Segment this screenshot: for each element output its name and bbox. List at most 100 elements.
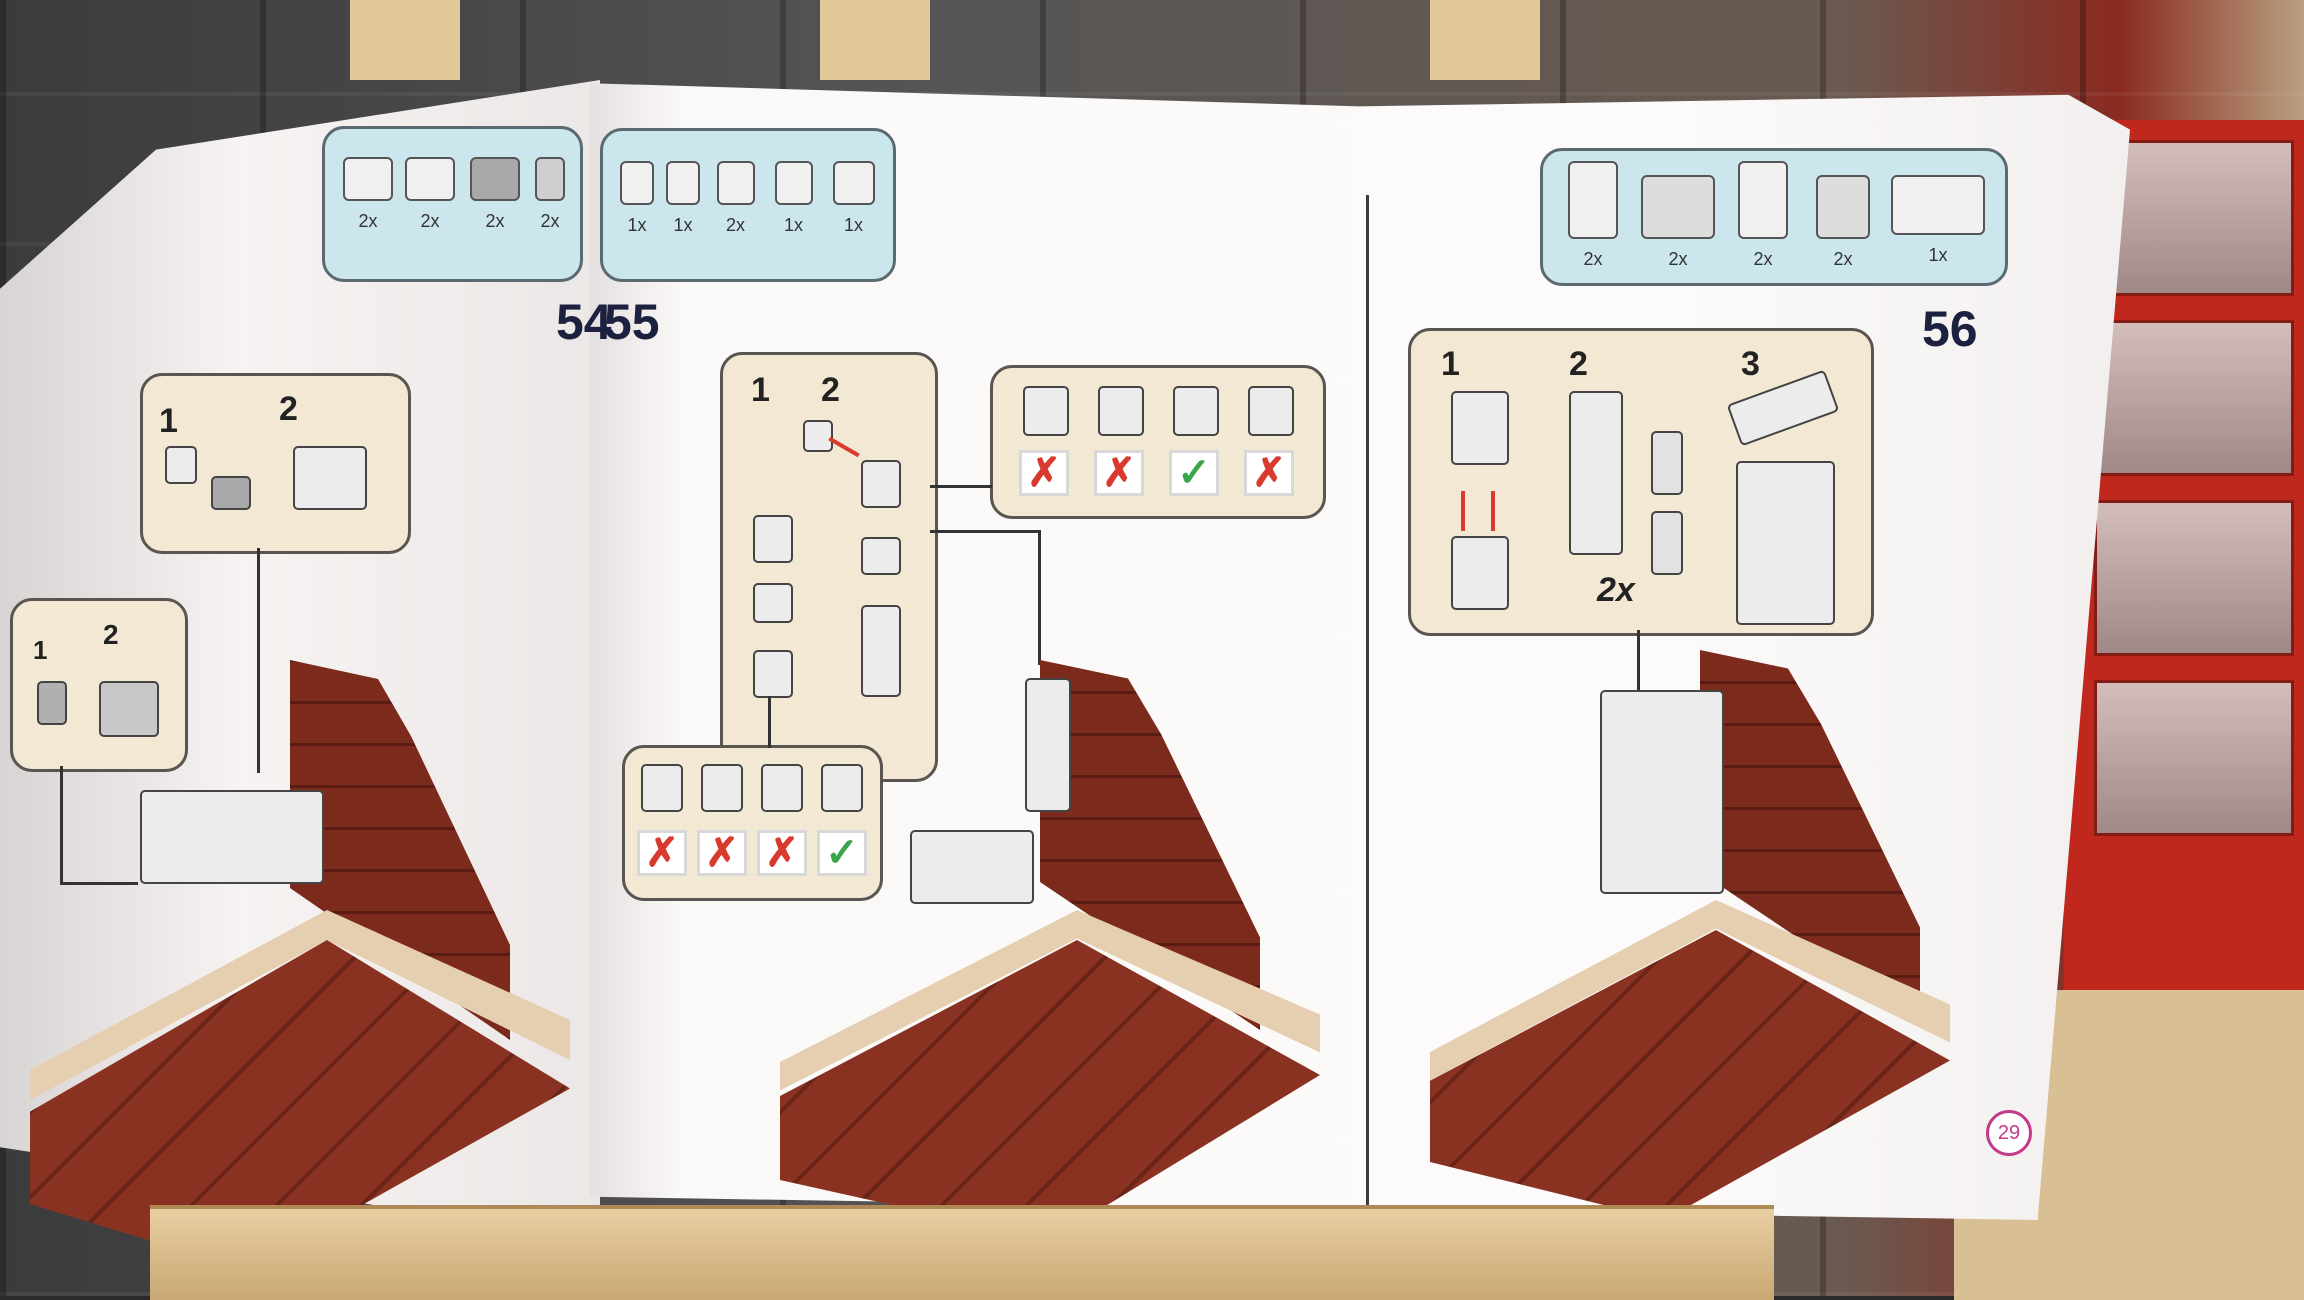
part-qty: 2x xyxy=(540,211,560,231)
subassembly-box: 1 2 3 2x xyxy=(1408,328,1874,636)
part-icon xyxy=(470,157,520,201)
drawer-bin xyxy=(2094,500,2294,656)
part-icon xyxy=(535,157,565,201)
part-icon xyxy=(774,161,813,205)
part-qty: 2x xyxy=(1583,249,1603,269)
sub-step-label: 1 xyxy=(1441,345,1460,383)
cross-mark-icon: ✗ xyxy=(1019,450,1069,496)
step-divider-line xyxy=(1366,195,1369,1225)
sub-step-label: 1 xyxy=(33,635,48,665)
connector-arrow xyxy=(930,485,992,488)
assembly-arrow xyxy=(1461,491,1465,531)
brick-piece xyxy=(293,446,367,510)
part-qty: 1x xyxy=(783,215,803,235)
part-icon xyxy=(666,161,700,205)
part-qty: 2x xyxy=(485,211,505,231)
page-number-badge: 29 xyxy=(1986,1110,2032,1156)
multiplier-label: 2x xyxy=(1597,571,1635,609)
part-qty: 1x xyxy=(673,215,693,235)
part-qty: 2x xyxy=(1668,249,1688,269)
part-qty: 1x xyxy=(627,215,647,235)
part-icon xyxy=(620,161,654,205)
connector-arrow xyxy=(60,766,63,884)
part-qty: 2x xyxy=(358,211,378,231)
part-icon xyxy=(405,157,455,201)
brick-piece xyxy=(753,583,793,623)
cross-mark-icon: ✗ xyxy=(637,830,687,876)
sub-step-label: 2 xyxy=(821,371,840,409)
brick-piece xyxy=(753,515,793,563)
build-model-step-55 xyxy=(780,660,1320,1240)
drawer-bin xyxy=(2094,680,2294,836)
part-qty: 2x xyxy=(420,211,440,231)
brick-piece xyxy=(99,681,159,737)
cross-mark-icon: ✗ xyxy=(1094,450,1144,496)
instruction-booklet: 2x 2x 2x 2x 54 1 2 1 2 1x 1x 2x 1x 1x 55… xyxy=(0,60,2130,1270)
connector-arrow xyxy=(768,696,771,748)
window-stack xyxy=(1569,391,1623,555)
window-assembly xyxy=(1736,461,1835,625)
connector-arrow xyxy=(257,548,260,773)
glass-pane xyxy=(1651,431,1683,495)
build-model-step-54 xyxy=(30,660,570,1270)
sub-step-label: 3 xyxy=(1741,345,1760,383)
brick-option xyxy=(1173,386,1219,436)
part-icon xyxy=(1641,175,1715,239)
part-icon xyxy=(343,157,393,201)
brick-option xyxy=(1098,386,1144,436)
glass-pane xyxy=(1651,511,1683,575)
part-qty: 1x xyxy=(843,215,863,235)
part-icon xyxy=(1568,161,1618,239)
brick-piece xyxy=(37,681,67,725)
window-assembly xyxy=(1600,690,1724,894)
orientation-check-panel: ✗ ✗ ✓ ✗ xyxy=(990,365,1326,519)
brick-piece xyxy=(861,537,901,575)
brick-option xyxy=(761,764,803,812)
brick-option xyxy=(641,764,683,812)
part-icon xyxy=(716,161,755,205)
part-icon xyxy=(1738,161,1788,239)
sub-step-label: 2 xyxy=(1569,345,1588,383)
sub-step-label: 1 xyxy=(751,371,770,409)
drawer-bin xyxy=(2094,320,2294,476)
brick-option xyxy=(701,764,743,812)
connector-arrow xyxy=(60,882,138,885)
parts-list-step-54: 2x 2x 2x 2x xyxy=(322,126,583,282)
brick-piece xyxy=(803,420,833,452)
easel-ledge xyxy=(150,1205,1774,1300)
subassembly-box: 1 2 xyxy=(10,598,188,772)
easel-post xyxy=(350,0,460,80)
easel-post xyxy=(1430,0,1540,80)
step-number-54: 54 xyxy=(556,294,612,350)
part-qty: 2x xyxy=(1753,249,1773,269)
sub-step-label: 2 xyxy=(103,619,119,650)
brick-option xyxy=(1248,386,1294,436)
step-number-56: 56 xyxy=(1922,301,1978,357)
brick-stack xyxy=(861,605,901,697)
brick-piece xyxy=(211,476,251,510)
cross-mark-icon: ✗ xyxy=(757,830,807,876)
easel-post xyxy=(820,0,930,80)
subassembly-box: 1 2 xyxy=(140,373,411,554)
brick-column xyxy=(1025,678,1071,812)
bed-frame-piece xyxy=(910,830,1034,904)
brick-piece xyxy=(861,460,901,508)
sub-step-label: 2 xyxy=(279,390,298,428)
assembly-arrow xyxy=(1491,491,1495,531)
part-icon xyxy=(1891,175,1985,235)
check-mark-icon: ✓ xyxy=(1169,450,1219,496)
connector-arrow xyxy=(1038,530,1041,665)
orientation-check-panel: ✗ ✗ ✗ ✓ xyxy=(622,745,883,901)
bed-frame-piece xyxy=(140,790,324,884)
brick-option xyxy=(1023,386,1069,436)
brick-piece xyxy=(165,446,197,484)
part-icon xyxy=(1816,175,1870,239)
build-model-step-56 xyxy=(1430,640,1950,1220)
part-qty: 1x xyxy=(1928,245,1948,265)
step-number-55: 55 xyxy=(604,294,660,350)
sub-step-label: 1 xyxy=(159,402,178,440)
window-frame xyxy=(1451,536,1509,610)
cross-mark-icon: ✗ xyxy=(697,830,747,876)
brick-piece xyxy=(753,650,793,698)
parts-list-step-55: 1x 1x 2x 1x 1x xyxy=(600,128,896,282)
